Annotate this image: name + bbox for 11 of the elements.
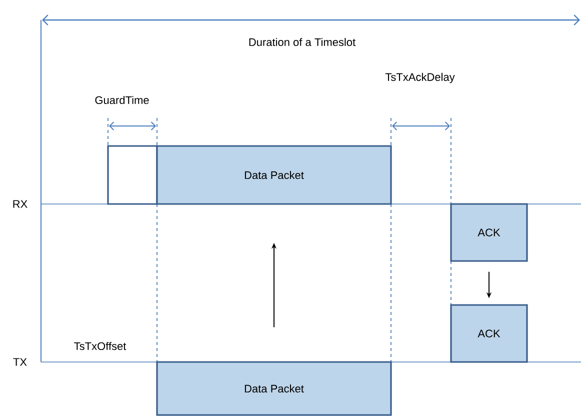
label: TsTxOffset [74, 342, 126, 350]
label: Duration of a Timeslot [249, 38, 356, 46]
ack-box: ACK [450, 203, 528, 262]
empty-box [107, 145, 158, 205]
packet-box: Data Packet [156, 361, 392, 416]
label: TsTxAckDelay [385, 72, 455, 84]
label: GuardTime [95, 96, 149, 104]
ack-box: ACK [450, 304, 528, 363]
packet-box: Data Packet [156, 145, 392, 205]
label: RX [13, 200, 28, 208]
label: TX [13, 358, 27, 366]
